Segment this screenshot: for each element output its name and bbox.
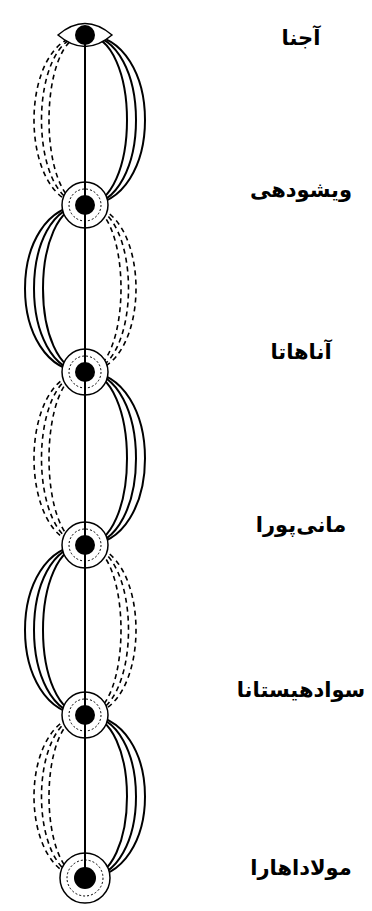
chakra-centers: [74, 25, 96, 889]
chakra-label: سوادهیستانا: [236, 676, 366, 704]
solid-loops: [25, 35, 145, 878]
central-channel: [84, 35, 86, 878]
chakra-label: مانی‌پورا: [236, 511, 366, 539]
chakra-label: مولاداهارا: [236, 854, 366, 882]
chakra-label: ویشودهی: [236, 176, 366, 204]
dashed-loops: [34, 35, 136, 878]
chakra-label: آناهاتا: [236, 338, 366, 366]
chakra-label: آجنا: [236, 24, 366, 52]
chakra-rings: [58, 24, 112, 904]
